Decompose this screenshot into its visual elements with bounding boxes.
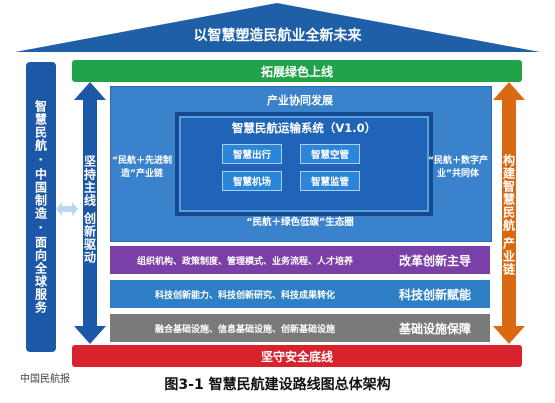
source-stamp: 中国民航报: [20, 374, 70, 385]
industry-title: 产业协同发展: [267, 94, 333, 107]
row-reform-title: 改革创新主导: [398, 253, 471, 268]
platform-cell: 智慧监管: [300, 171, 360, 191]
row-tech-text: 科技创新能力、科技创新研究、科技成果转化: [154, 290, 335, 301]
row-tech: 科技创新能力、科技创新研究、科技成果转化 科技创新赋能: [110, 280, 490, 308]
row-infra-text: 融合基础设施、信息基础设施、创新基础设施: [154, 324, 335, 335]
green-line-band: 拓展绿色上线: [72, 60, 522, 82]
roof-title: 以智慧塑造民航业全新未来: [193, 28, 362, 44]
platform-title: 智慧民航运输系统（V1.0）: [231, 121, 377, 135]
digital-industry-note: “民航＋数字产业”共同体: [428, 156, 488, 179]
platform-cell: 智慧机场: [222, 171, 282, 191]
right-arrow-label: 构建智慧民航 产业链: [501, 153, 516, 277]
platform-box: [175, 112, 433, 216]
platform-cell: 智慧出行: [222, 144, 282, 164]
roof: [15, 3, 540, 52]
left-column: 智慧民航 · 中国制造 · 面向全球服务: [26, 62, 56, 352]
row-reform: 组织机构、政策制度、管理模式、业务流程、人才培养 改革创新主导: [110, 246, 490, 274]
row-reform-text: 组织机构、政策制度、管理模式、业务流程、人才培养: [136, 256, 353, 267]
row-infra-title: 基础设施保障: [398, 321, 471, 336]
double-arrow-icon: [56, 202, 78, 216]
left-arrow-icon: [74, 82, 106, 344]
left-arrow-label: 坚持主线 创新驱动: [82, 155, 97, 265]
green-eco-note: “民航＋绿色低碳”生态圈: [246, 217, 354, 228]
safety-bottom-band: 坚守安全底线: [72, 345, 522, 367]
left-column-label: 智慧民航 · 中国制造 · 面向全球服务: [33, 100, 48, 314]
right-arrow-icon: [493, 82, 525, 344]
row-tech-title: 科技创新赋能: [398, 287, 471, 302]
figure-caption: 图3-1 智慧民航建设路线图总体架构: [164, 377, 391, 393]
platform-cell: 智慧空管: [300, 144, 360, 164]
advanced-manufacturing-note: “民航＋先进制造”产业链: [112, 156, 172, 179]
row-infra: 融合基础设施、信息基础设施、创新基础设施 基础设施保障: [110, 314, 490, 342]
